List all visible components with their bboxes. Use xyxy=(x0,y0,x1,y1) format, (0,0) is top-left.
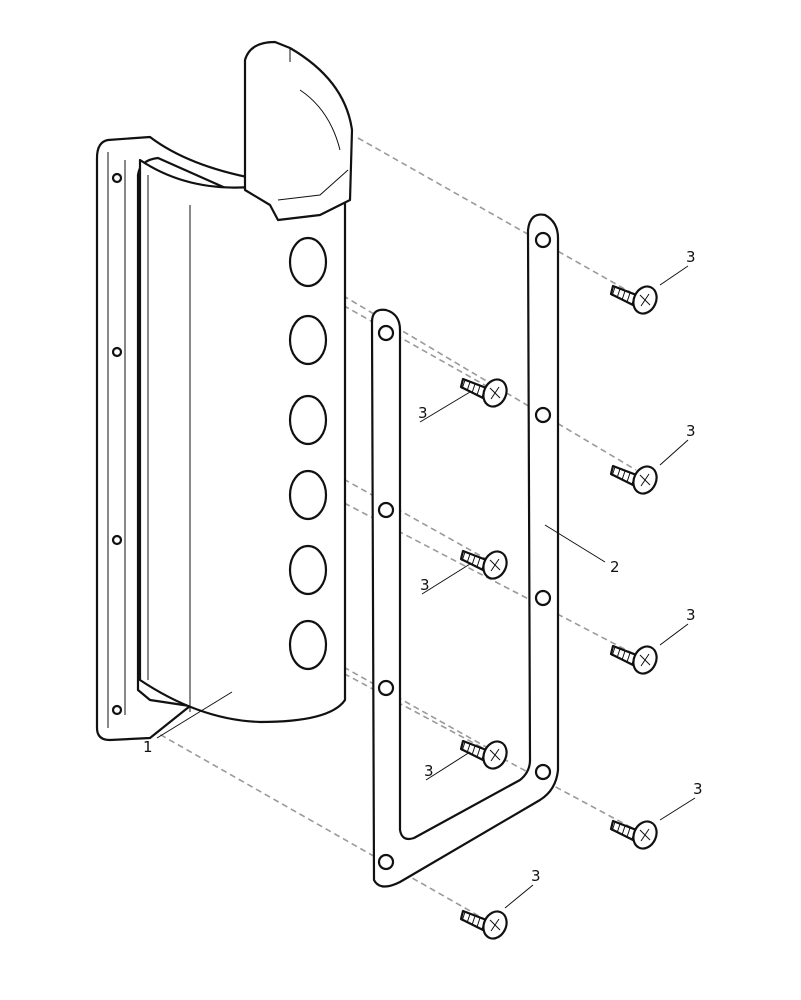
leader-line xyxy=(659,265,689,286)
label-part-3: 3 xyxy=(531,867,541,885)
leader-line xyxy=(659,439,689,466)
label-part-3: 3 xyxy=(693,780,703,798)
leader-line xyxy=(659,797,696,821)
label-part-3: 3 xyxy=(424,762,434,780)
label-part-3: 3 xyxy=(686,606,696,624)
screws xyxy=(459,284,658,940)
label-part-3: 3 xyxy=(418,404,428,422)
leader-line xyxy=(425,751,471,781)
screw-4 xyxy=(459,549,508,580)
screw-7 xyxy=(609,819,658,850)
screw-2 xyxy=(459,377,508,408)
part-labels: 1 2 xyxy=(143,524,620,756)
label-part-3: 3 xyxy=(686,248,696,266)
label-part-3: 3 xyxy=(420,576,430,594)
screw-labels: 3 3 3 3 3 3 3 3 xyxy=(418,248,703,909)
label-part-3: 3 xyxy=(686,422,696,440)
plate-holes xyxy=(111,172,123,716)
leader-line xyxy=(659,623,689,646)
part-1-housing xyxy=(95,40,354,742)
leader-line xyxy=(504,884,534,909)
label-part-2: 2 xyxy=(610,558,620,576)
screw-6 xyxy=(459,739,508,770)
leader-line xyxy=(421,563,471,595)
screw-8 xyxy=(459,909,508,940)
housing-holes xyxy=(288,236,328,671)
screw-1 xyxy=(609,284,658,315)
screw-5 xyxy=(609,644,658,675)
label-part-1: 1 xyxy=(143,738,153,756)
part-2-frame xyxy=(370,213,560,888)
screw-3 xyxy=(609,464,658,495)
frame-holes xyxy=(377,231,552,871)
leader-line xyxy=(419,391,471,423)
